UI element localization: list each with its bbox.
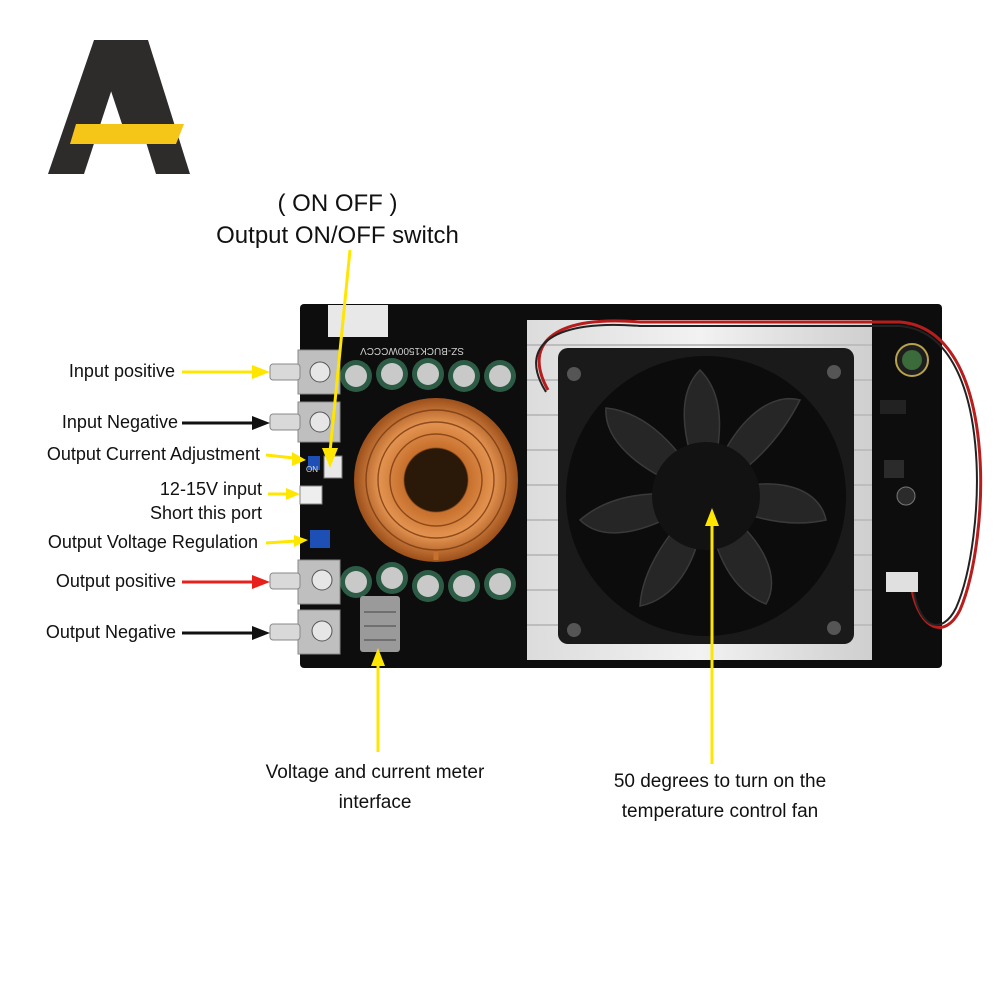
label-meter-interface: Voltage and current meter interface — [230, 758, 520, 818]
label-short-port-line2: Short this port — [149, 503, 262, 523]
label-fan: 50 degrees to turn on the temperature co… — [570, 767, 870, 827]
fan-wire-black — [535, 323, 978, 626]
terminal-input-positive — [269, 349, 341, 395]
label-meter-interface-line2: interface — [338, 792, 412, 813]
voltage-pot — [310, 530, 330, 548]
meter-header — [360, 596, 400, 652]
label-output-positive: Output positive — [55, 571, 176, 591]
label-meter-interface-line1: Voltage and current meter — [265, 762, 485, 783]
toroid-inductor — [354, 398, 518, 562]
switch-mark: ON — [306, 465, 318, 474]
short-port — [299, 485, 323, 505]
switch-title-line1: ( ON OFF ) — [277, 190, 398, 217]
capacitor-row-top — [340, 358, 516, 392]
switch-title: ( ON OFF ) Output ON/OFF switch — [0, 188, 675, 252]
fan-wire-red — [537, 319, 983, 629]
label-fan-line2: temperature control fan — [621, 801, 819, 822]
cooling-fan — [558, 348, 854, 644]
label-output-negative: Output Negative — [45, 622, 176, 642]
label-sticker — [328, 305, 388, 337]
control-circuit — [880, 343, 929, 592]
annotation-arrows — [182, 249, 719, 764]
silkscreen-text: SZ-BUCK1500WCCCV — [360, 345, 464, 356]
label-short-port-line1: 12-15V input — [159, 479, 262, 499]
terminal-output-positive — [269, 559, 341, 605]
terminal-output-negative — [269, 609, 341, 655]
label-input-negative: Input Negative — [61, 412, 178, 432]
label-short-port: 12-15V input Short this port — [60, 477, 262, 525]
brand-logo — [48, 40, 190, 174]
label-voltage-regulation: Output Voltage Regulation — [47, 532, 258, 552]
capacitor-row-bottom — [340, 562, 516, 602]
label-fan-line1: 50 degrees to turn on the — [613, 771, 827, 792]
current-pot — [308, 456, 320, 470]
switch-title-line2: Output ON/OFF switch — [216, 222, 459, 249]
label-current-adjustment: Output Current Adjustment — [46, 444, 260, 464]
label-input-positive: Input positive — [68, 361, 175, 381]
terminal-input-negative — [269, 401, 341, 443]
